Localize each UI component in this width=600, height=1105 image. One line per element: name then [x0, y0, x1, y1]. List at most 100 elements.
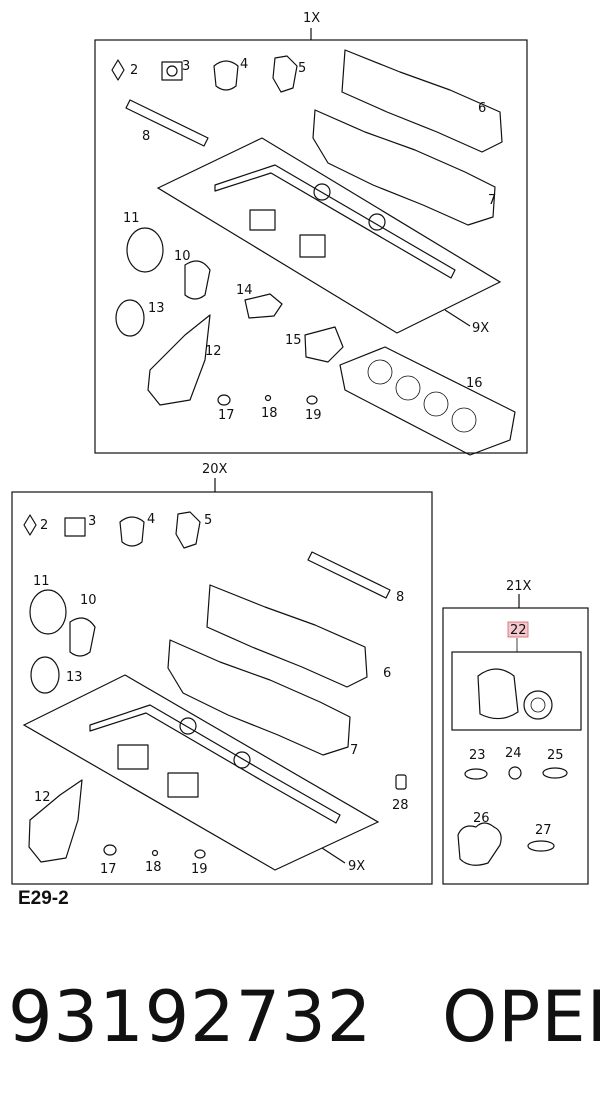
- part-17-washer-b: [103, 844, 117, 856]
- seal-ring-c: [179, 717, 197, 735]
- part-7-intake-gasket-b: [167, 639, 351, 756]
- part-4-gasket-b: [119, 516, 145, 547]
- part-22-subbox: [451, 651, 582, 731]
- part-12-gasket-b: [28, 779, 83, 863]
- callout-top-4: 4: [240, 57, 248, 72]
- callout-right-24: 24: [505, 746, 522, 761]
- callout-top-12: 12: [205, 344, 222, 359]
- callout-top-7: 7: [488, 193, 496, 208]
- part-3-gasket-b: [64, 517, 86, 537]
- part-2-gasket-b: [23, 514, 37, 536]
- callout-mid-2: 2: [40, 518, 48, 533]
- part-5-gasket: [272, 55, 298, 93]
- part-17-washer: [217, 394, 231, 406]
- group-right: 21X 22 23 24 25 26 27: [442, 579, 589, 885]
- part-14-gasket: [244, 293, 283, 319]
- callout-mid-12: 12: [34, 790, 51, 805]
- group-mid-frame: [11, 491, 433, 885]
- part-6-manifold-gasket-b: [206, 584, 368, 688]
- part-10-gasket-b: [69, 617, 96, 657]
- seal-ring-a: [313, 183, 331, 201]
- plug-seal-d: [167, 772, 199, 798]
- callout-right-27: 27: [535, 823, 552, 838]
- callout-mid-11: 11: [33, 574, 50, 589]
- figure-code: E29-2: [18, 888, 69, 909]
- callout-top-17: 17: [218, 408, 235, 423]
- group-top-qty: 1X: [303, 11, 320, 26]
- group-mid-subbox: [22, 674, 380, 871]
- part-19-ring-b: [194, 849, 206, 859]
- part-24-seal: [508, 766, 522, 780]
- callout-right-26: 26: [473, 811, 490, 826]
- part-22-oil-seal: [523, 690, 553, 720]
- part-number: 93192732: [8, 976, 373, 1058]
- callout-right-25: 25: [547, 748, 564, 763]
- group-top-subqty: 9X: [472, 321, 489, 336]
- part-10-gasket: [184, 260, 211, 300]
- group-mid-subqty: 9X: [348, 859, 365, 874]
- callout-top-6: 6: [478, 101, 486, 116]
- callout-mid-4: 4: [147, 512, 155, 527]
- callout-top-19: 19: [305, 408, 322, 423]
- group-right-frame: [442, 607, 589, 885]
- group-mid: 20X 9X 2 3 4 5 8 11 10 13: [11, 462, 433, 885]
- callout-top-2: 2: [130, 63, 138, 78]
- part-16-head-gasket: [339, 346, 516, 456]
- group-right-qty: 21X: [506, 579, 532, 594]
- part-13-oring: [115, 299, 145, 337]
- part-22-highlight: [507, 621, 529, 638]
- valve-cover-gasket-b: [89, 704, 341, 824]
- callout-mid-19: 19: [191, 862, 208, 877]
- part-12-gasket: [147, 314, 211, 406]
- callout-top-10: 10: [174, 249, 191, 264]
- brand-name: OPEL: [442, 976, 600, 1058]
- seal-ring-d: [233, 751, 251, 769]
- group-mid-callouts: 2 3 4 5 8 11 10 13 6 7 12 28 17 18 19: [33, 512, 409, 877]
- plug-seal-a: [249, 209, 276, 231]
- group-right-callouts: 23 24 25 26 27: [469, 746, 564, 838]
- part-22-seal-housing: [477, 668, 519, 720]
- part-25-ring: [542, 767, 568, 779]
- group-mid-qty: 20X: [202, 462, 228, 477]
- part-11-oring: [126, 227, 164, 273]
- callout-mid-7: 7: [350, 743, 358, 758]
- callout-mid-8: 8: [396, 590, 404, 605]
- part-18-pin-b: [151, 849, 159, 857]
- seal-ring-b: [368, 213, 386, 231]
- callout-mid-17: 17: [100, 862, 117, 877]
- part-13-oring-b: [30, 656, 60, 694]
- callout-mid-18: 18: [145, 860, 162, 875]
- callout-top-11: 11: [123, 211, 140, 226]
- part-15-gasket: [304, 326, 344, 363]
- part-7-intake-gasket: [312, 109, 496, 226]
- callout-mid-3: 3: [88, 514, 96, 529]
- part-3-gasket: [161, 61, 183, 81]
- callout-mid-6: 6: [383, 666, 391, 681]
- part-26-gasket: [457, 822, 502, 866]
- callout-mid-13: 13: [66, 670, 83, 685]
- part-18-pin: [264, 394, 272, 402]
- callout-top-3: 3: [182, 59, 190, 74]
- part-27-ring: [527, 840, 555, 852]
- callout-top-16: 16: [466, 376, 483, 391]
- callout-top-15: 15: [285, 333, 302, 348]
- group-top-subbox: [156, 137, 502, 334]
- part-28-seal: [395, 774, 407, 790]
- callout-right-23: 23: [469, 748, 486, 763]
- callout-top-14: 14: [236, 283, 253, 298]
- part-4-gasket: [213, 60, 239, 91]
- part-8-gasket: [125, 99, 209, 147]
- plug-seal-c: [117, 744, 149, 770]
- callout-mid-28: 28: [392, 798, 409, 813]
- part-6-manifold-gasket: [341, 49, 503, 153]
- group-top: 1X 9X 2 3: [94, 11, 528, 456]
- part-5-gasket-b: [175, 511, 201, 549]
- callout-top-18: 18: [261, 406, 278, 421]
- group-top-frame: [94, 39, 528, 454]
- part-23-ring: [464, 768, 488, 780]
- callout-mid-10: 10: [80, 593, 97, 608]
- part-19-ring: [306, 395, 318, 405]
- part-2-gasket: [111, 59, 125, 81]
- plug-seal-b: [299, 234, 326, 258]
